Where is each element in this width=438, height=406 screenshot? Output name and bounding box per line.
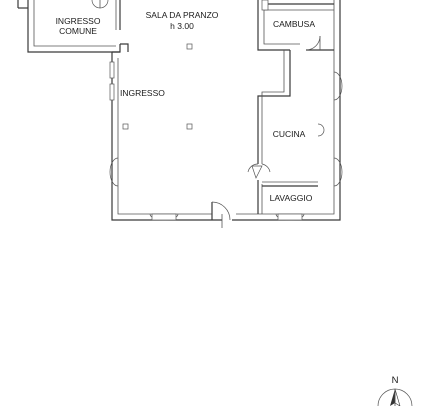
label-ingresso: INGRESSO xyxy=(120,88,165,98)
ingresso-comune-walls xyxy=(17,0,121,53)
right-wall-openings xyxy=(317,71,343,187)
north-arrow-icon: N xyxy=(377,375,413,406)
left-wall-openings xyxy=(109,61,119,187)
main-outer-walls xyxy=(111,0,341,221)
lavaggio-walls xyxy=(257,180,318,214)
label-lavaggio: LAVAGGIO xyxy=(270,193,313,203)
bottom-wall-openings xyxy=(149,213,305,221)
label-sala-height: h 3.00 xyxy=(170,21,194,31)
cucina-walls xyxy=(247,50,291,179)
label-sala-da-pranzo: SALA DA PRANZO xyxy=(146,10,219,20)
main-entrance-door xyxy=(211,201,231,228)
pillars xyxy=(122,43,193,130)
label-ingresso-comune-line1: INGRESSO xyxy=(56,16,101,26)
north-label: N xyxy=(392,375,399,386)
label-ingresso-comune-line2: COMUNE xyxy=(59,26,97,36)
label-cucina: CUCINA xyxy=(273,129,306,139)
cambusa-walls xyxy=(257,0,334,51)
label-cambusa: CAMBUSA xyxy=(273,19,315,29)
